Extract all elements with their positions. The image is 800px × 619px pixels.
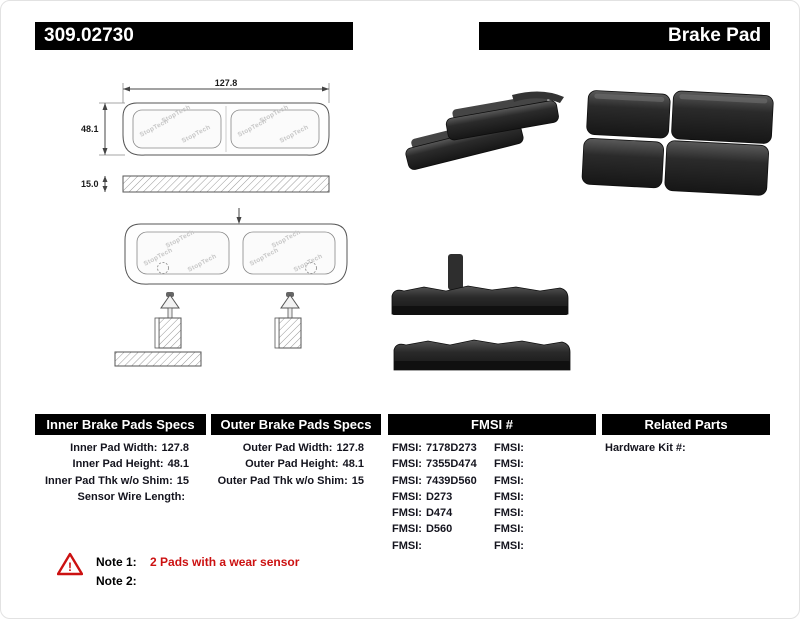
fmsi-label: FMSI:	[494, 539, 524, 552]
dim-thickness-label: 15.0	[81, 179, 99, 189]
wear-sensor-pad	[154, 292, 182, 349]
fmsi-value: D560	[425, 523, 453, 536]
part-number: 309.02730	[44, 25, 134, 46]
spec-row: Outer Pad Width:127.8	[211, 440, 364, 456]
fmsi-header: FMSI #	[388, 414, 596, 435]
note-1-text: 2 Pads with a wear sensor	[150, 555, 300, 569]
fmsi-label: FMSI:	[392, 539, 422, 552]
dim-width-label: 127.8	[215, 79, 238, 88]
fmsi-row: FMSI:	[494, 538, 528, 554]
fmsi-value: 7178D273	[425, 442, 477, 454]
note-1-label: Note 1:	[96, 555, 137, 569]
technical-drawing-rear: StopTech StopTech StopTech StopTech Stop…	[114, 208, 348, 367]
spec-row: Outer Pad Thk w/o Shim:15	[211, 473, 364, 489]
spec-value: 15	[351, 474, 364, 487]
note-2-label: Note 2:	[96, 574, 137, 588]
fmsi-label: FMSI:	[494, 523, 524, 536]
fmsi-label: FMSI:	[392, 474, 422, 487]
spec-value: 15	[176, 474, 189, 487]
fmsi-row: FMSI:	[494, 489, 528, 505]
product-photo-side-views	[391, 254, 571, 371]
fmsi-label: FMSI:	[494, 442, 524, 454]
related-parts-column: Hardware Kit #:	[605, 440, 690, 456]
fmsi-row: FMSI:	[494, 440, 528, 456]
sensor-clip-photo	[512, 91, 564, 103]
spec-label: Inner Pad Width:	[70, 442, 158, 454]
fmsi-label: FMSI:	[392, 490, 422, 503]
spec-value: 127.8	[336, 442, 364, 454]
fmsi-label: FMSI:	[494, 458, 524, 471]
fmsi-label: FMSI:	[392, 458, 422, 471]
note-2: Note 2:	[96, 574, 147, 588]
fmsi-row: FMSI:D560	[392, 521, 477, 537]
spec-row: Outer Pad Height:48.1	[211, 456, 364, 472]
spec-row: Inner Pad Thk w/o Shim:15	[35, 473, 189, 489]
inner-specs-column: Inner Pad Width:127.8 Inner Pad Height:4…	[35, 440, 206, 505]
pad-side-slab	[122, 175, 330, 193]
spec-row: Inner Pad Width:127.8	[35, 440, 189, 456]
spec-label: Inner Pad Height:	[72, 458, 164, 471]
inner-specs-header: Inner Brake Pads Specs	[35, 414, 206, 435]
fmsi-label: FMSI:	[392, 442, 422, 454]
fmsi-value: D273	[425, 490, 453, 503]
fmsi-value: 7355D474	[425, 458, 477, 471]
pad-side-photo-with-sensor	[391, 254, 569, 315]
pad-side-photo	[393, 339, 571, 371]
spec-label: Hardware Kit #:	[605, 442, 686, 454]
spec-row: Sensor Wire Length:	[35, 489, 189, 505]
spec-row: Inner Pad Height:48.1	[35, 456, 189, 472]
dim-height-label: 48.1	[81, 124, 99, 134]
fmsi-value: 7439D560	[425, 474, 477, 487]
spec-value: 127.8	[161, 442, 189, 454]
fmsi-row: FMSI:D273	[392, 489, 477, 505]
fmsi-label: FMSI:	[494, 490, 524, 503]
wear-sensor-pad	[274, 292, 302, 349]
fmsi-row: FMSI:	[494, 505, 528, 521]
part-number-bar: 309.02730	[35, 22, 353, 50]
product-photo-pad-set	[405, 90, 774, 196]
fmsi-right-column: FMSI: FMSI: FMSI: FMSI: FMSI: FMSI: FMSI…	[494, 440, 528, 554]
spec-value: 48.1	[167, 458, 189, 471]
outer-specs-column: Outer Pad Width:127.8 Outer Pad Height:4…	[211, 440, 381, 489]
fmsi-label: FMSI:	[494, 474, 524, 487]
spec-label: Outer Pad Width:	[242, 442, 333, 454]
product-name: Brake Pad	[668, 25, 761, 46]
spec-label: Sensor Wire Length:	[77, 490, 185, 503]
spec-value: 48.1	[342, 458, 364, 471]
fmsi-label: FMSI:	[494, 507, 524, 520]
fmsi-row: FMSI:D474	[392, 505, 477, 521]
technical-drawing-front: 127.8 StopTech StopTech StopTech StopTec…	[81, 79, 330, 193]
fmsi-row: FMSI:7178D273	[392, 440, 477, 456]
note-1: Note 1: 2 Pads with a wear sensor	[96, 555, 299, 569]
fmsi-value: D474	[425, 507, 453, 520]
fmsi-row: FMSI:	[494, 521, 528, 537]
fmsi-label: FMSI:	[392, 507, 422, 520]
fmsi-row: FMSI:7439D560	[392, 473, 477, 489]
pad-thin-slab	[114, 351, 202, 367]
outer-specs-header: Outer Brake Pads Specs	[211, 414, 381, 435]
fmsi-row: FMSI:	[494, 456, 528, 472]
fmsi-row: FMSI:7355D474	[392, 456, 477, 472]
spec-label: Outer Pad Height:	[245, 458, 339, 471]
spec-label: Outer Pad Thk w/o Shim:	[217, 474, 348, 487]
warning-glyph: !	[68, 560, 72, 574]
fmsi-row: FMSI:	[494, 473, 528, 489]
related-parts-header: Related Parts	[602, 414, 770, 435]
warning-icon: !	[57, 552, 83, 576]
fmsi-left-column: FMSI:7178D273 FMSI:7355D474 FMSI:7439D56…	[392, 440, 477, 554]
spec-row: Hardware Kit #:	[605, 440, 690, 456]
spec-label: Inner Pad Thk w/o Shim:	[45, 474, 173, 487]
fmsi-row: FMSI:	[392, 538, 477, 554]
product-name-bar: Brake Pad	[479, 22, 770, 50]
fmsi-label: FMSI:	[392, 523, 422, 536]
